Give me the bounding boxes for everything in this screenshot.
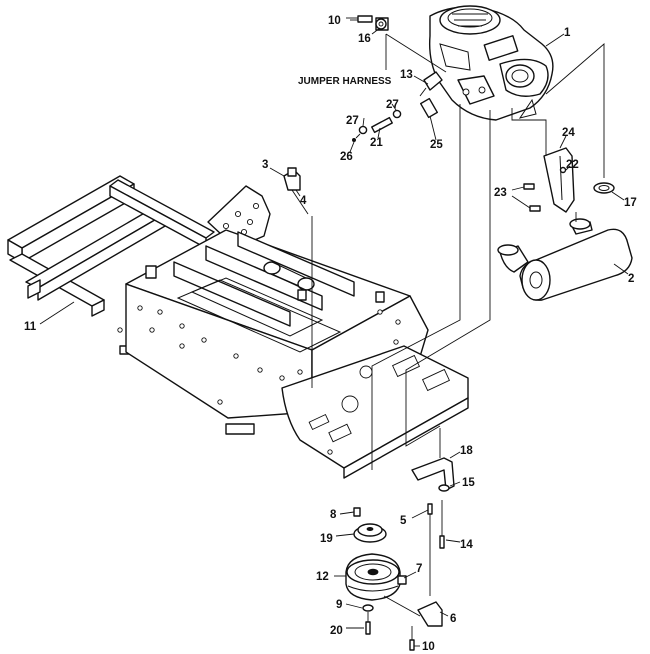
callout-9: 9 bbox=[336, 599, 342, 611]
callout-20: 20 bbox=[330, 625, 343, 637]
callout-15: 15 bbox=[462, 477, 475, 489]
callout-13: 13 bbox=[400, 69, 413, 81]
callout-23: 23 bbox=[494, 187, 507, 199]
switch-mount bbox=[283, 167, 313, 388]
top-hardware bbox=[346, 15, 439, 142]
engine-leaders bbox=[371, 34, 605, 470]
callout-18: 18 bbox=[460, 445, 473, 457]
callout-leaders bbox=[39, 19, 629, 647]
callout-12: 12 bbox=[316, 571, 329, 583]
callout-27-left: 27 bbox=[346, 115, 359, 127]
callout-4: 4 bbox=[300, 195, 307, 207]
callout-24: 24 bbox=[562, 127, 575, 139]
callout-10-bottom: 10 bbox=[422, 641, 435, 653]
callout-5: 5 bbox=[400, 515, 407, 527]
callout-7: 7 bbox=[416, 563, 422, 575]
callout-labels: JUMPER HARNESS 1 2 3 4 5 6 7 8 9 10 10 1… bbox=[24, 15, 637, 653]
callout-21: 21 bbox=[370, 137, 383, 149]
muffler-assembly bbox=[497, 147, 633, 301]
callout-8: 8 bbox=[330, 509, 337, 521]
callout-2: 2 bbox=[628, 273, 634, 285]
callout-10-top: 10 bbox=[328, 15, 341, 27]
callout-14: 14 bbox=[460, 539, 473, 551]
clutch-assembly bbox=[345, 428, 455, 651]
jumper-harness-label: JUMPER HARNESS bbox=[298, 76, 392, 87]
callout-27-right: 27 bbox=[386, 99, 399, 111]
callout-26: 26 bbox=[340, 151, 353, 163]
callout-6: 6 bbox=[450, 613, 456, 625]
callout-22: 22 bbox=[566, 159, 579, 171]
callout-25: 25 bbox=[430, 139, 443, 151]
mower-frame bbox=[7, 175, 469, 479]
engine bbox=[428, 5, 554, 121]
callout-17: 17 bbox=[624, 197, 637, 209]
callout-3: 3 bbox=[262, 159, 268, 171]
callout-16: 16 bbox=[358, 33, 371, 45]
callout-11: 11 bbox=[24, 321, 37, 333]
callout-19: 19 bbox=[320, 533, 333, 545]
callout-1: 1 bbox=[564, 27, 571, 39]
